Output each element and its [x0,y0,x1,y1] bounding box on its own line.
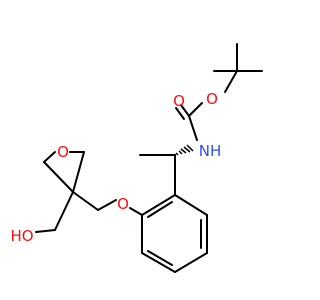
bond-oxetane-1 [72,151,85,193]
bond-ring-1 [174,194,208,216]
atom-label-hydroxyl: HO [10,227,33,245]
bond-o-carbonyl-c [188,102,203,117]
atom-label-nh: NH [199,142,222,160]
bond-ch2-oxetane [72,191,99,211]
atom-label-ether-oxygen: O [117,195,129,213]
atom-label-ester-oxygen: O [206,90,218,108]
bond-ring-3 [174,252,208,273]
bond-ring-6 [141,194,176,216]
bond-ring-inner-2 [147,250,173,266]
atom-label-oxetane-oxygen: O [57,143,69,161]
bond-ch2-oh [35,229,56,233]
bond-ring-4 [141,252,176,273]
bond-o-ether-ch2 [97,199,117,211]
bond-ring-o-ether [129,207,143,216]
bond-c-double-o-b [175,107,185,120]
bond-c-double-o-a [180,104,190,117]
bonds [35,43,263,273]
bond-oxetane-3 [43,151,56,163]
molecule-structure: O O NH O O HO [10,43,263,273]
bond-carbonyl-c-n [188,115,198,141]
bond-oxetane-4 [43,161,74,193]
atom-label-carbonyl-oxygen: O [173,92,185,110]
atom-labels: O O NH O O HO [10,90,221,245]
bond-tbu-c-o [224,70,238,93]
stereo-hash-bond [175,144,194,156]
bond-ring-inner-3 [147,201,173,218]
bond-oxetane-ch2 [54,191,74,231]
